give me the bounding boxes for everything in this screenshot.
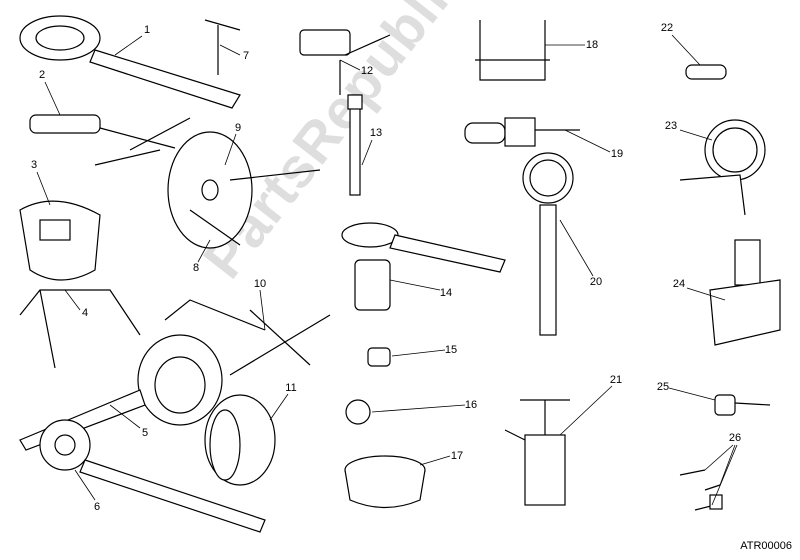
tool-7-tbar bbox=[204, 19, 241, 75]
callout-7: 7 bbox=[242, 50, 250, 62]
callout-3: 3 bbox=[30, 159, 38, 171]
tool-16-cap bbox=[345, 399, 371, 425]
tool-4-crank bbox=[19, 289, 141, 369]
callout-17: 17 bbox=[450, 450, 464, 462]
tool-2-puller bbox=[29, 114, 191, 166]
callout-18: 18 bbox=[585, 39, 599, 51]
tool-23-dial-indicator bbox=[679, 119, 766, 216]
leader-lines bbox=[36, 34, 738, 506]
tool-8-9-degree-wheel bbox=[167, 131, 321, 249]
tool-17-socket bbox=[344, 455, 426, 509]
callout-14: 14 bbox=[439, 287, 453, 299]
callout-16: 16 bbox=[464, 399, 478, 411]
callout-6: 6 bbox=[93, 501, 101, 513]
callout-19: 19 bbox=[610, 148, 624, 160]
tool-3-gauge bbox=[19, 200, 101, 281]
callout-20: 20 bbox=[589, 276, 603, 288]
callout-1: 1 bbox=[143, 24, 151, 36]
tool-25-bolt bbox=[714, 394, 771, 416]
tool-10-tbar-puller bbox=[164, 299, 331, 376]
callout-24: 24 bbox=[672, 278, 686, 290]
callout-26: 26 bbox=[728, 432, 742, 444]
tool-11-ring bbox=[204, 394, 276, 486]
callout-8: 8 bbox=[192, 262, 200, 274]
callout-15: 15 bbox=[444, 344, 458, 356]
tool-26-pins bbox=[679, 469, 723, 511]
tool-13-pin bbox=[347, 94, 363, 196]
tool-12-puller bbox=[299, 29, 391, 95]
callout-10: 10 bbox=[253, 278, 267, 290]
tool-5-holder bbox=[19, 334, 223, 451]
callout-4: 4 bbox=[81, 307, 89, 319]
tool-15-cap bbox=[367, 347, 391, 367]
tool-21-fixture bbox=[504, 399, 570, 506]
callout-25: 25 bbox=[656, 381, 670, 393]
tool-22-pin bbox=[685, 64, 727, 80]
callout-12: 12 bbox=[360, 65, 374, 77]
callout-23: 23 bbox=[664, 120, 678, 132]
callout-21: 21 bbox=[609, 374, 623, 386]
callout-9: 9 bbox=[234, 122, 242, 134]
tool-6-wrench bbox=[39, 419, 266, 533]
callout-22: 22 bbox=[660, 22, 674, 34]
callout-5: 5 bbox=[141, 427, 149, 439]
callout-2: 2 bbox=[38, 69, 46, 81]
tool-18-bracket bbox=[475, 20, 550, 81]
tool-1-ring-spanner bbox=[19, 15, 241, 109]
tool-20-dial-bore-gauge bbox=[522, 152, 574, 336]
callout-11: 11 bbox=[285, 382, 297, 394]
diagram-code: ATR00006 bbox=[740, 540, 792, 552]
tool-19-rod bbox=[464, 117, 580, 147]
tool-24-holder bbox=[709, 239, 781, 346]
callout-13: 13 bbox=[369, 127, 383, 139]
tool-14-socket-wrench bbox=[341, 222, 506, 311]
